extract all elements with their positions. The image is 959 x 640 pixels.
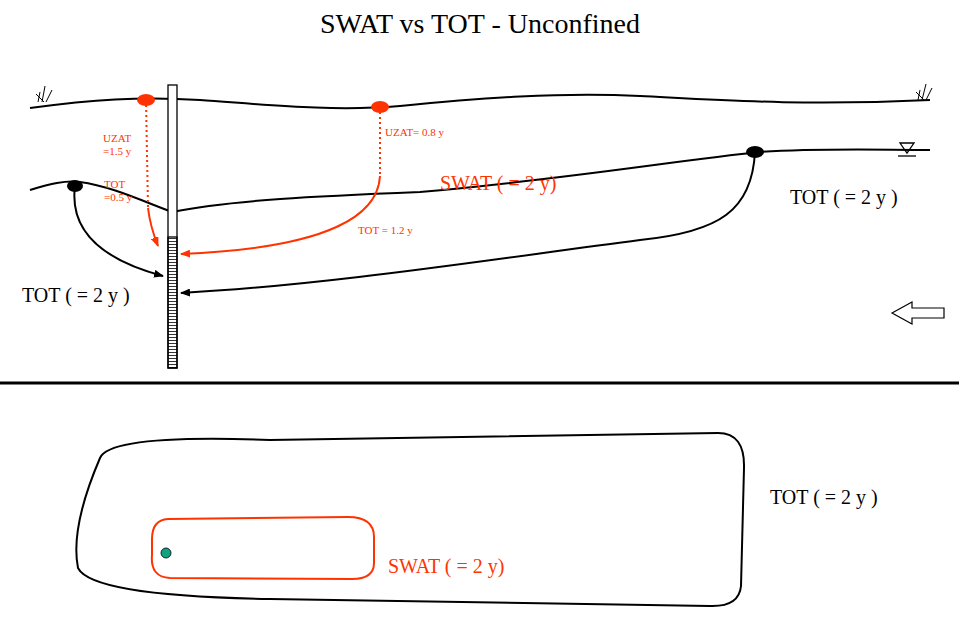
title: SWAT vs TOT - Unconfined <box>320 8 640 40</box>
water-table-symbol <box>898 155 916 156</box>
source-point <box>137 94 155 106</box>
zone-outline <box>148 515 376 581</box>
annotation-label: TOT = 1.2 y <box>356 224 415 237</box>
source-point <box>371 101 389 113</box>
well-casing <box>168 85 177 368</box>
source-point <box>746 146 764 158</box>
tot-capture-zone: TOT ( = 2 y )SWAT ( = 2 y) <box>70 428 746 608</box>
annotation-label: UZAT =1.5 y <box>103 132 143 157</box>
swat-capture-zone: SWAT ( = 2 y) <box>148 515 376 581</box>
unsaturated-path <box>379 107 381 176</box>
grass-symbol <box>36 86 52 102</box>
unsaturated-path <box>146 100 148 208</box>
annotation-label: UZAT= 0.8 y <box>385 126 444 139</box>
annotation-label: TOT ( = 2 y ) <box>790 186 898 209</box>
annotation-label: TOT ( = 2 y ) <box>20 284 132 307</box>
zone-label: SWAT ( = 2 y) <box>388 555 504 578</box>
well-screen <box>168 237 177 368</box>
source-point <box>67 180 83 192</box>
flow-path <box>181 152 755 293</box>
flow-direction-arrow <box>892 302 944 324</box>
annotation-label: TOT =0.5 y <box>104 178 140 203</box>
well-symbol <box>161 548 171 558</box>
ground-surface <box>30 95 930 108</box>
zone-outline <box>76 433 744 606</box>
water-table <box>30 150 930 213</box>
annotation-label: SWAT ( = 2 y) <box>440 172 556 195</box>
grass-symbol <box>916 84 932 100</box>
separator-line <box>0 382 959 385</box>
zone-outline <box>152 517 374 579</box>
saturated-path <box>181 176 380 254</box>
zone-label: TOT ( = 2 y ) <box>770 486 878 509</box>
saturated-path <box>148 208 158 246</box>
water-table-symbol <box>900 143 914 153</box>
